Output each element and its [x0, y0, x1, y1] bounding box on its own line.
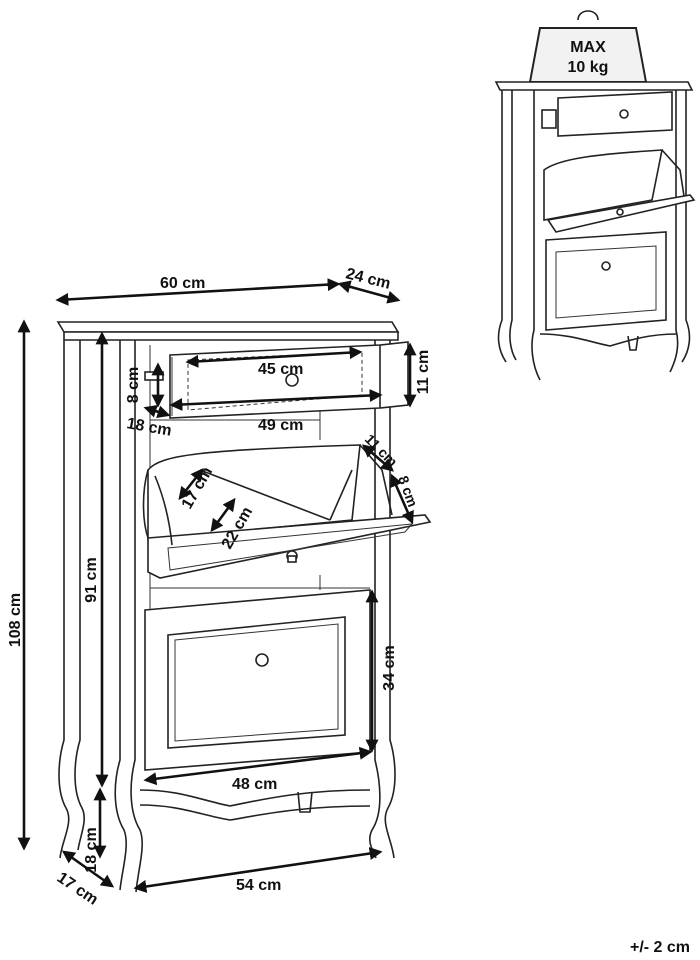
label-foot-depth: 17 cm — [54, 869, 101, 908]
door-knob — [255, 653, 269, 667]
label-bottom-width: 54 cm — [236, 877, 281, 894]
dimension-arrows — [17, 278, 417, 893]
label-door-height: 34 cm — [381, 645, 398, 690]
thumbnail-cabinet: MAX 10 kg — [494, 10, 696, 381]
lower-shoe-door — [144, 589, 371, 771]
label-width: 60 cm — [160, 275, 205, 292]
upper-shoe-flap — [142, 444, 432, 579]
drawer-knob — [285, 373, 299, 387]
cabinet-apron — [139, 789, 371, 807]
cabinet-left-side — [58, 340, 70, 859]
label-drawer-inner-height: 8 cm — [125, 367, 142, 403]
weight-badge-line1: MAX — [570, 39, 606, 56]
weight-badge: MAX 10 kg — [528, 10, 648, 83]
label-drawer-width: 49 cm — [258, 417, 303, 434]
label-drawer-depth: 18 cm — [125, 415, 173, 440]
label-body-height: 91 cm — [83, 557, 100, 602]
label-depth: 24 cm — [344, 265, 392, 292]
drawer-slide — [144, 371, 164, 381]
weight-badge-line2: 10 kg — [568, 59, 609, 76]
main-cabinet-drawing — [56, 321, 432, 893]
cabinet-drawer — [144, 341, 409, 419]
label-leg-height: 18 cm — [83, 827, 100, 872]
tolerance-note: +/- 2 cm — [630, 939, 690, 956]
label-height: 108 cm — [7, 593, 24, 647]
label-drawer-height: 11 cm — [415, 350, 432, 394]
label-drawer-inner-width: 45 cm — [258, 361, 303, 378]
cabinet-right-side — [384, 340, 396, 859]
label-inner-width: 48 cm — [232, 776, 277, 793]
cabinet-top-board — [56, 321, 400, 333]
